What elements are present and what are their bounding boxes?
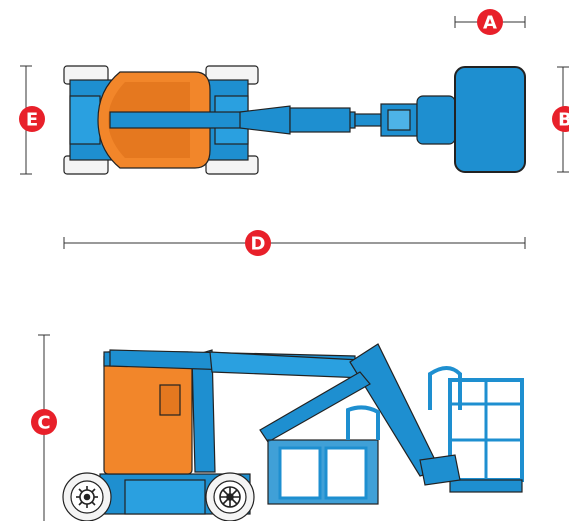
badge-a: A	[477, 9, 503, 35]
badge-b: B	[552, 106, 569, 132]
top-view	[63, 65, 526, 175]
badge-c-label: C	[37, 413, 50, 434]
badge-d: D	[245, 230, 271, 256]
gear-hub-icon	[76, 486, 98, 508]
side-view	[62, 343, 524, 521]
wheel-hub-icon	[219, 486, 241, 508]
badge-e: E	[19, 106, 45, 132]
badge-c: C	[31, 409, 57, 435]
badge-d-label: D	[251, 234, 266, 255]
top-platform	[454, 66, 526, 173]
badge-a-label: A	[483, 13, 497, 34]
badge-b-label: B	[558, 110, 569, 131]
badge-e-label: E	[26, 110, 38, 131]
